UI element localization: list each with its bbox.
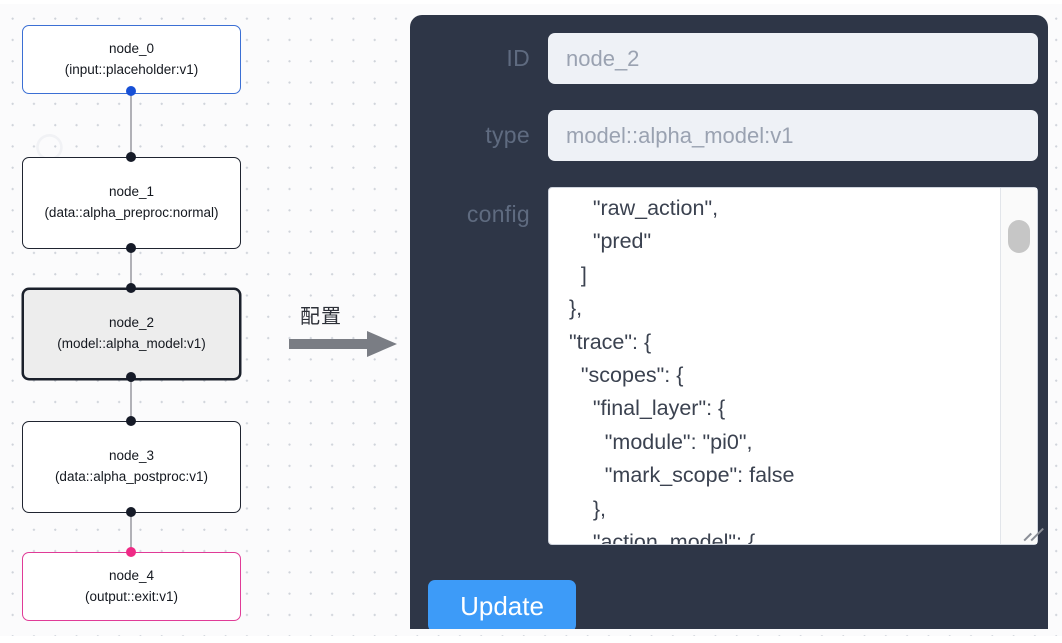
graph-node-title: node_2 <box>108 315 155 331</box>
config-editor-wrap: "raw_action", "pred" ] }, "trace": { "sc… <box>548 187 1038 545</box>
id-field-label: ID <box>506 45 530 71</box>
graph-node-label: node_3 (data::alpha_postproc:v1) <box>32 446 231 487</box>
graph-node-title: node_1 <box>108 184 155 200</box>
flow-arrow-icon <box>289 331 397 357</box>
field-row-id: ID node_2 <box>410 33 1048 84</box>
graph-node-label: node_1 (data::alpha_preproc:normal) <box>32 182 231 223</box>
config-field-label: config <box>466 201 530 227</box>
type-field-label: type <box>485 122 530 148</box>
resize-handle-icon[interactable] <box>1014 521 1036 543</box>
handle-node_1-target[interactable] <box>126 152 136 162</box>
edge-0-1 <box>130 90 132 160</box>
handle-node_1-source[interactable] <box>126 243 136 253</box>
config-textarea[interactable]: "raw_action", "pred" ] }, "trace": { "sc… <box>548 187 1038 545</box>
canvas-bottom-edge <box>0 636 1062 643</box>
flow-caption: 配置 <box>300 304 342 328</box>
graph-node-label: node_4 (output::exit:v1) <box>32 566 231 607</box>
edge-2-3 <box>130 375 132 419</box>
handle-node_2-target[interactable] <box>126 283 136 293</box>
graph-node-node_2[interactable]: node_2 (model::alpha_model:v1) <box>22 288 241 380</box>
type-input[interactable]: model::alpha_model:v1 <box>548 110 1038 161</box>
graph-node-title: node_4 <box>108 567 155 583</box>
handle-node_4-target[interactable] <box>126 547 136 557</box>
graph-node-node_0[interactable]: node_0 (input::placeholder:v1) <box>22 25 241 94</box>
node-inspector-panel: ID node_2 type model::alpha_model:v1 con… <box>410 15 1048 629</box>
graph-node-node_3[interactable]: node_3 (data::alpha_postproc:v1) <box>22 421 241 513</box>
graph-node-node_4[interactable]: node_4 (output::exit:v1) <box>22 552 241 621</box>
handle-node_0-source[interactable] <box>126 86 136 96</box>
config-scrollbar-track[interactable] <box>1000 188 1037 544</box>
graph-node-subtitle: (data::alpha_preproc:normal) <box>44 205 219 220</box>
field-row-type: type model::alpha_model:v1 <box>410 110 1048 161</box>
graph-node-subtitle: (input::placeholder:v1) <box>64 61 199 77</box>
id-input[interactable]: node_2 <box>548 33 1038 84</box>
graph-node-subtitle: (model::alpha_model:v1) <box>57 336 206 351</box>
graph-node-title: node_0 <box>108 40 155 56</box>
graph-node-title: node_3 <box>108 448 155 464</box>
graph-node-node_1[interactable]: node_1 (data::alpha_preproc:normal) <box>22 157 241 249</box>
handle-node_3-source[interactable] <box>126 507 136 517</box>
graph-node-subtitle: (output::exit:v1) <box>84 588 179 604</box>
graph-node-label: node_2 (model::alpha_model:v1) <box>33 313 230 354</box>
edge-3-4 <box>130 512 132 552</box>
handle-node_2-source[interactable] <box>126 372 136 382</box>
update-button[interactable]: Update <box>428 580 576 629</box>
config-scrollbar-thumb[interactable] <box>1008 220 1030 253</box>
graph-node-label: node_0 (input::placeholder:v1) <box>32 39 231 80</box>
edge-1-2 <box>130 246 132 292</box>
field-row-config: config "raw_action", "pred" ] }, "trace"… <box>410 187 1048 545</box>
graph-node-subtitle: (data::alpha_postproc:v1) <box>54 469 209 484</box>
canvas-top-edge <box>0 0 1062 4</box>
handle-node_3-target[interactable] <box>126 416 136 426</box>
